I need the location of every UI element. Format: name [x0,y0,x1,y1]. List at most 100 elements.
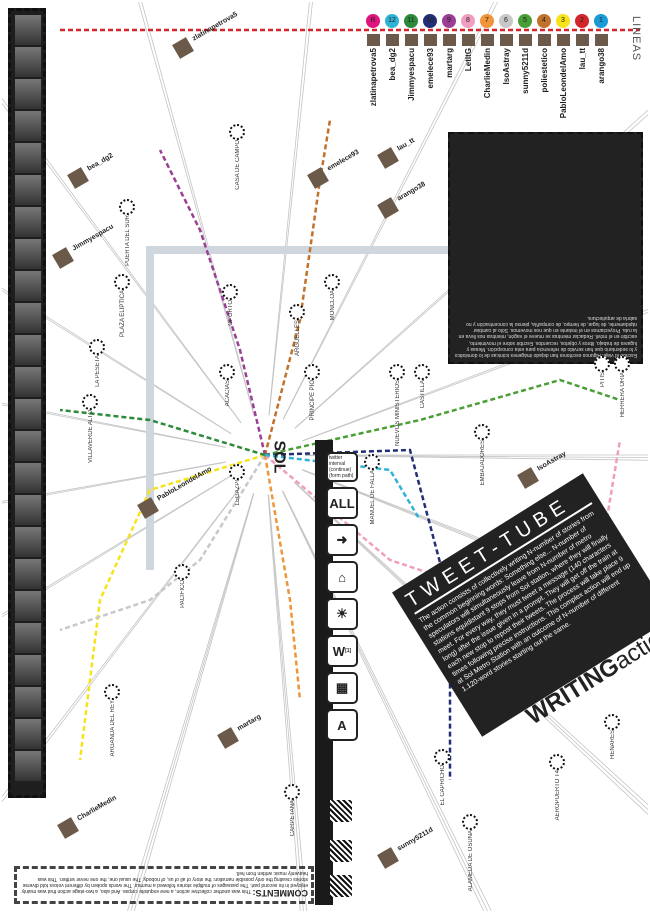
station-stop-icon[interactable] [284,784,300,800]
legend-user[interactable]: Jimmyespacu [407,48,416,101]
station-label[interactable]: CARPETANA [290,800,296,837]
house-icon[interactable]: ⌂ [326,561,358,593]
station-stop-icon[interactable] [604,714,620,730]
line-badge[interactable]: 10 [423,14,437,28]
qr-code-icon[interactable] [330,875,352,897]
station-label[interactable]: OPORTO [228,300,234,326]
station-label[interactable]: PACIFICO [180,580,186,608]
metro-line [158,149,267,456]
tool-w[interactable]: W[1] [326,635,358,667]
station-stop-icon[interactable] [304,364,320,380]
line-badge[interactable]: 1 [594,14,608,28]
sun-icon[interactable]: ☀ [326,598,358,630]
station-label[interactable]: VILLAVERDE ALTO [88,410,94,464]
line-badge[interactable]: 7 [480,14,494,28]
station-stop-icon[interactable] [89,339,105,355]
station-label[interactable]: HENARES [610,730,616,760]
legend-user[interactable]: emelece93 [426,48,435,89]
station-stop-icon[interactable] [549,754,565,770]
film-photo [15,335,41,365]
line-badge[interactable]: 3 [556,14,570,28]
station-label[interactable]: AEROPUERTO T4 [555,770,561,821]
station-stop-icon[interactable] [324,274,340,290]
station-label[interactable]: PRÍNCIPE PÍO [310,380,316,421]
tool-all[interactable]: ALL [326,487,358,519]
line-badge[interactable]: R [366,14,380,28]
station-label[interactable]: ARGANDA DEL REY [110,700,116,757]
legend-user[interactable]: PabloLeondelAmo [559,48,568,119]
arrow-exit-icon[interactable]: ➜ [326,524,358,556]
station-stop-icon[interactable] [389,364,405,380]
legend-user[interactable]: poliestetico [540,48,549,93]
station-stop-icon[interactable] [289,304,305,320]
station-label[interactable]: ARGÜELLES [295,320,301,357]
avatar [538,34,551,46]
station-stop-icon[interactable] [462,814,478,830]
station-stop-icon[interactable] [229,464,245,480]
qr-code-icon[interactable] [330,800,352,822]
line-badge[interactable]: 4 [537,14,551,28]
tool-a[interactable]: A [326,709,358,741]
station-stop-icon[interactable] [82,394,98,410]
film-photo [15,143,41,173]
qr-code-icon[interactable] [330,840,352,862]
station-label[interactable]: LEGAZPI [235,480,241,506]
line-badge[interactable]: 8 [461,14,475,28]
comments-label: COMMENTS: [252,888,309,898]
station-stop-icon[interactable] [219,364,235,380]
station-stop-icon[interactable] [114,274,130,290]
station-stop-icon[interactable] [222,284,238,300]
station-stop-icon[interactable] [434,749,450,765]
tweet-thread-line [138,1,255,417]
legend-user[interactable]: LetItG [464,48,473,72]
hub-station-sol[interactable]: SOL [270,440,288,474]
mobile-phone-icon[interactable]: ▦ [326,672,358,704]
station-stop-icon[interactable] [104,684,120,700]
legend-user[interactable]: lau_tt [578,48,587,70]
station-label[interactable]: PLAZA ELÍPTICA [120,290,126,338]
station-label[interactable]: EL CAPRICHO [440,765,446,806]
legend-user[interactable]: IsoAstray [502,48,511,85]
legend-user[interactable]: bea_dg2 [388,48,397,81]
line-badge[interactable]: 5 [518,14,532,28]
station-stop-icon[interactable] [414,364,430,380]
line-badge[interactable]: 12 [385,14,399,28]
station-label[interactable]: MONCLOA [330,290,336,321]
legend-user[interactable]: sunny5211d [521,48,530,94]
station-stop-icon[interactable] [229,124,245,140]
station-label[interactable]: CASTILLA [420,380,426,409]
station-label[interactable]: HERRERA ORIA [620,372,626,418]
line-badge[interactable]: 6 [499,14,513,28]
station-label[interactable]: PITIS [600,372,606,388]
station-stop-icon[interactable] [174,564,190,580]
station-stop-icon[interactable] [594,356,610,372]
station-stop-icon[interactable] [614,356,630,372]
metro-line [59,454,267,632]
station-label[interactable]: NUEVOS MINISTERIOS [395,380,401,447]
station-label[interactable]: LA PESETA [95,355,101,387]
tool-intro[interactable]: twitter interval (continue) (form path) [326,452,358,482]
tweet-thread-line [127,493,254,912]
line-badge[interactable]: 11 [404,14,418,28]
film-photo [15,591,41,621]
station-label[interactable]: PUERTA DEL SUR [125,215,131,266]
station-label[interactable]: ACACIAS [225,380,231,407]
legend-user[interactable]: CharlieMedin [483,48,492,99]
station-stop-icon[interactable] [474,424,490,440]
station-stop-icon[interactable] [119,199,135,215]
station-label[interactable]: ALAMEDA DE OSUNA [468,830,474,892]
station-label[interactable]: EMBAJADORES [480,440,486,486]
station-stop-icon[interactable] [364,454,380,470]
film-photo [15,175,41,205]
film-photo [15,527,41,557]
legend-user[interactable]: zlatinapetrova5 [369,48,378,107]
station-label[interactable]: CASA DE CAMPO [235,140,241,190]
legend-user[interactable]: arango38 [597,48,606,84]
metro-line [264,453,422,521]
tweet-thread-line [133,493,255,912]
line-badge[interactable]: 2 [575,14,589,28]
avatar [367,34,380,46]
legend-user[interactable]: martarg [445,48,454,78]
station-label[interactable]: MANUEL DE FALLA [370,470,376,525]
line-badge[interactable]: 9 [442,14,456,28]
